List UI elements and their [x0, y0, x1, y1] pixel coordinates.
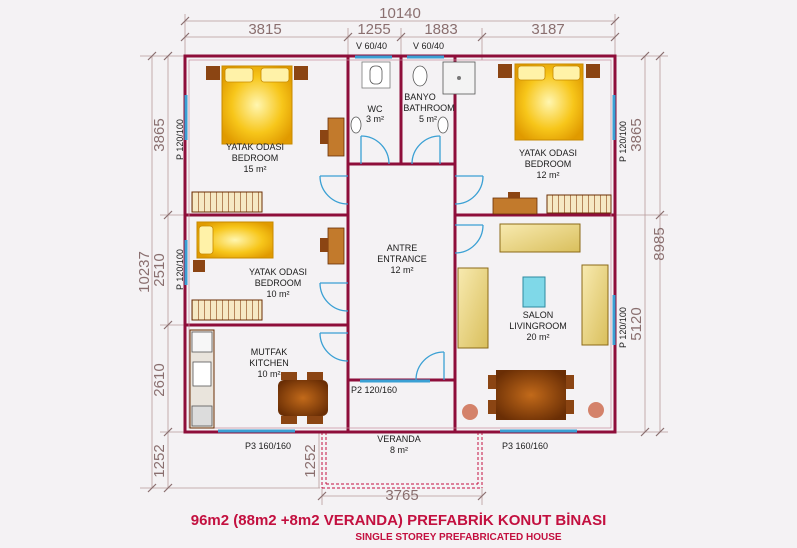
room-bathroom-name-en: BATHROOM: [403, 103, 454, 113]
doors: [319, 135, 484, 381]
dim-right-total: 8985: [651, 227, 668, 260]
room-bathroom-area: 5 m²: [419, 114, 437, 124]
dining-table-icon: [488, 370, 574, 420]
room-wc-area: 3 m²: [366, 114, 384, 124]
room-bedroom3-name-tr: YATAK ODASI: [249, 267, 307, 277]
room-bedroom1-name-en: BEDROOM: [232, 153, 279, 163]
plant-icon: [588, 402, 604, 418]
sofa-icon: [581, 264, 609, 346]
bed-icon: [196, 221, 274, 259]
dim-veranda-depth: 1252: [302, 444, 319, 477]
room-bedroom1-name-tr: YATAK ODASI: [226, 142, 284, 152]
window-label-p-right-mid: P 120/100: [618, 307, 628, 348]
nightstand-icon: [193, 260, 205, 272]
drain-icon: [457, 76, 461, 80]
fridge-icon: [191, 331, 213, 353]
wardrobe-icon: [191, 191, 263, 213]
room-living-area: 20 m²: [526, 332, 549, 342]
dim-top-seg-1: 3815: [248, 21, 281, 38]
bed-icon: [221, 65, 293, 145]
dim-left-seg-1: 3865: [151, 118, 168, 151]
room-living-name-en: LIVINGROOM: [509, 321, 567, 331]
sink-icon: [192, 361, 212, 387]
dim-right-seg-1: 3865: [628, 118, 645, 151]
room-bedroom1-area: 15 m²: [243, 164, 266, 174]
dim-total-width: 10140: [379, 5, 421, 22]
room-kitchen-name-tr: MUTFAK: [251, 347, 288, 357]
sink-icon: [350, 116, 362, 134]
dimension-lines: [140, 14, 668, 505]
room-veranda-name: VERANDA: [377, 434, 421, 444]
nightstand-icon: [206, 66, 220, 80]
coffee-table-icon: [522, 276, 546, 308]
desk-icon: [492, 197, 538, 215]
room-entrance-name-tr: ANTRE: [387, 243, 418, 253]
room-bedroom3-name-en: BEDROOM: [255, 278, 302, 288]
sink-icon: [437, 116, 449, 134]
bed-icon: [514, 63, 584, 141]
desk-icon: [327, 117, 345, 157]
desk-icon: [327, 227, 345, 265]
toilet-icon: [412, 65, 428, 87]
windows: [184, 55, 616, 433]
sofa-icon: [499, 223, 581, 253]
room-kitchen-name-en: KITCHEN: [249, 358, 289, 368]
nightstand-icon: [586, 64, 600, 78]
inner-wall-lines: [188, 59, 612, 429]
dim-left-seg-3: 2610: [151, 363, 168, 396]
dim-right-seg-2: 5120: [628, 307, 645, 340]
window-label-p-left-mid: P 120/100: [175, 249, 185, 290]
wardrobe-icon: [191, 299, 263, 321]
window-label-p-left-top: P 120/100: [175, 119, 185, 160]
room-veranda-area: 8 m²: [390, 445, 408, 455]
page-subtitle: SINGLE STOREY PREFABRICATED HOUSE: [355, 532, 562, 543]
window-label-p2: P2 120/160: [351, 385, 397, 395]
room-bathroom-name-tr: BANYO: [404, 92, 436, 102]
window-label-p3-left: P3 160/160: [245, 441, 291, 451]
sofa-icon: [457, 267, 489, 349]
room-wc-name: WC: [368, 104, 383, 114]
dim-left-total: 10237: [136, 251, 153, 293]
room-bedroom2-area: 12 m²: [536, 170, 559, 180]
chair-icon: [508, 192, 520, 198]
room-kitchen-area: 10 m²: [257, 369, 280, 379]
plant-icon: [462, 404, 478, 420]
nightstand-icon: [294, 66, 308, 80]
dim-top-seg-3: 1883: [424, 21, 457, 38]
room-bedroom3-area: 10 m²: [266, 289, 289, 299]
wardrobe-icon: [546, 194, 612, 214]
chair-icon: [320, 130, 328, 144]
page-title: 96m2 (88m2 +8m2 VERANDA) PREFABRİK KONUT…: [190, 512, 607, 529]
window-label-p-right-top: P 120/100: [618, 121, 628, 162]
window-label-p3-right: P3 160/160: [502, 441, 548, 451]
window-label-v1: V 60/40: [356, 41, 387, 51]
dim-top-seg-2: 1255: [357, 21, 390, 38]
stove-icon: [191, 405, 213, 427]
dim-veranda-width: 3765: [385, 487, 418, 504]
room-living-name-tr: SALON: [523, 310, 554, 320]
dining-table-icon: [278, 372, 328, 424]
toilet-icon: [369, 65, 383, 85]
room-bedroom2-name-en: BEDROOM: [525, 159, 572, 169]
window-label-v2: V 60/40: [413, 41, 444, 51]
room-entrance-area: 12 m²: [390, 265, 413, 275]
dim-left-seg-4: 1252: [151, 444, 168, 477]
room-bedroom2-name-tr: YATAK ODASI: [519, 148, 577, 158]
chair-icon: [320, 238, 328, 252]
dim-top-seg-4: 3187: [531, 21, 564, 38]
dimension-ticks: [147, 16, 665, 501]
dim-left-seg-2: 2510: [151, 253, 168, 286]
veranda-area: [321, 432, 483, 489]
room-entrance-name-en: ENTRANCE: [377, 254, 427, 264]
nightstand-icon: [498, 64, 512, 78]
